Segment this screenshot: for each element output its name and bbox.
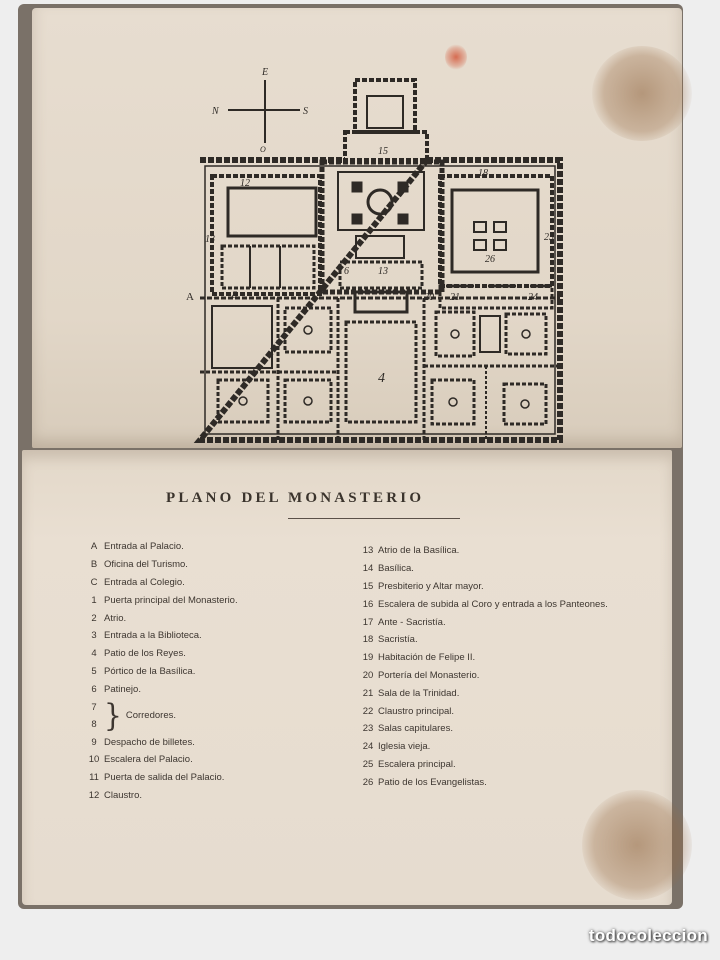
plan-label-15: 15 — [378, 146, 388, 157]
monastery-floor-plan: E N S O 12 15 18 13 23 26 A 8 6 13 20 21… — [186, 67, 563, 443]
compass-south: S — [303, 106, 308, 117]
plan-label-24: 24 — [528, 292, 538, 303]
plan-label-12: 12 — [240, 178, 250, 189]
plan-label-26: 26 — [485, 254, 495, 265]
plan-label-A: A — [186, 291, 194, 303]
stain-red-dot — [445, 44, 467, 70]
plan-label-13b: 13 — [378, 266, 388, 277]
compass-north: N — [211, 106, 220, 117]
legend-title: PLANO DEL MONASTERIO — [166, 490, 425, 506]
brace-glyph: } — [104, 696, 122, 734]
plan-label-6: 6 — [344, 266, 349, 277]
compass-rose — [228, 80, 300, 143]
bottom-page — [22, 450, 692, 905]
stain-bottom-right — [582, 790, 692, 900]
plan-label-20: 20 — [424, 292, 434, 303]
stain-top-right — [592, 46, 692, 141]
plan-label-21: 21 — [450, 292, 460, 303]
plan-label-13: 13 — [205, 234, 215, 245]
compass-west: O — [260, 145, 266, 154]
plan-label-8: 8 — [232, 290, 237, 301]
plan-label-23: 23 — [544, 232, 554, 243]
title-rule — [288, 518, 460, 519]
watermark-logo: todocoleccion — [588, 926, 708, 945]
plan-label-18: 18 — [478, 168, 488, 179]
compass-east: E — [261, 67, 268, 78]
legend-item-brace: 7 8 } Corredores. — [91, 696, 176, 734]
plan-label-4: 4 — [378, 371, 385, 386]
